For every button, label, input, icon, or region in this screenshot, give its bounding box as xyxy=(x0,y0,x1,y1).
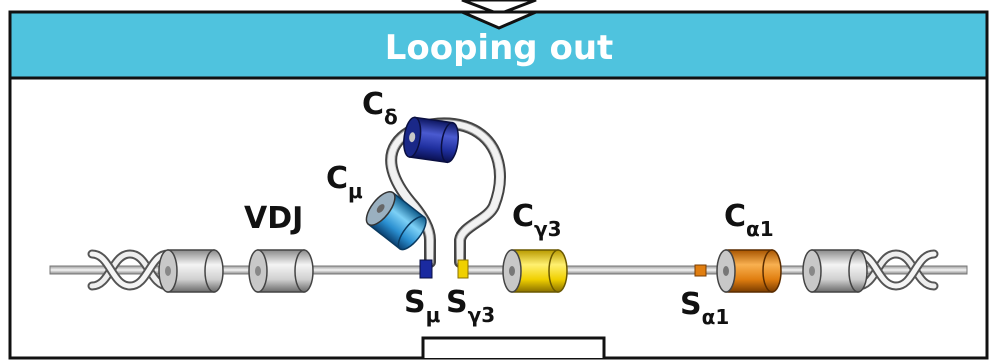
arrow-notch xyxy=(461,10,537,30)
panel-title: Looping out xyxy=(385,28,614,68)
label-s-gamma3: Sγ3 xyxy=(446,285,495,327)
label-c-alpha1: Cα1 xyxy=(724,199,774,241)
left-helix xyxy=(87,249,173,291)
label-c-gamma3: Cγ3 xyxy=(512,199,562,241)
c-mu-gene xyxy=(365,190,427,251)
right-helix xyxy=(853,249,939,291)
c-alpha1-gene xyxy=(716,249,782,293)
label-c-delta: Cδ xyxy=(362,87,398,129)
label-s-alpha1: Sα1 xyxy=(680,287,729,329)
label-s-mu: Sμ xyxy=(404,285,441,327)
label-c-mu: Cμ xyxy=(326,161,363,203)
c-gamma3-gene xyxy=(502,249,568,293)
grey-gene-left xyxy=(158,249,224,293)
label-vdj: VDJ xyxy=(244,201,303,236)
outgoing-arrow xyxy=(421,336,606,358)
incoming-arrow xyxy=(461,0,537,16)
s-mu-region xyxy=(419,259,433,279)
s-gamma3-region xyxy=(457,259,469,279)
grey-gene-right xyxy=(802,249,868,293)
vdj-gene xyxy=(248,249,314,293)
c-delta-gene xyxy=(403,116,459,164)
s-alpha1-region xyxy=(694,264,707,277)
